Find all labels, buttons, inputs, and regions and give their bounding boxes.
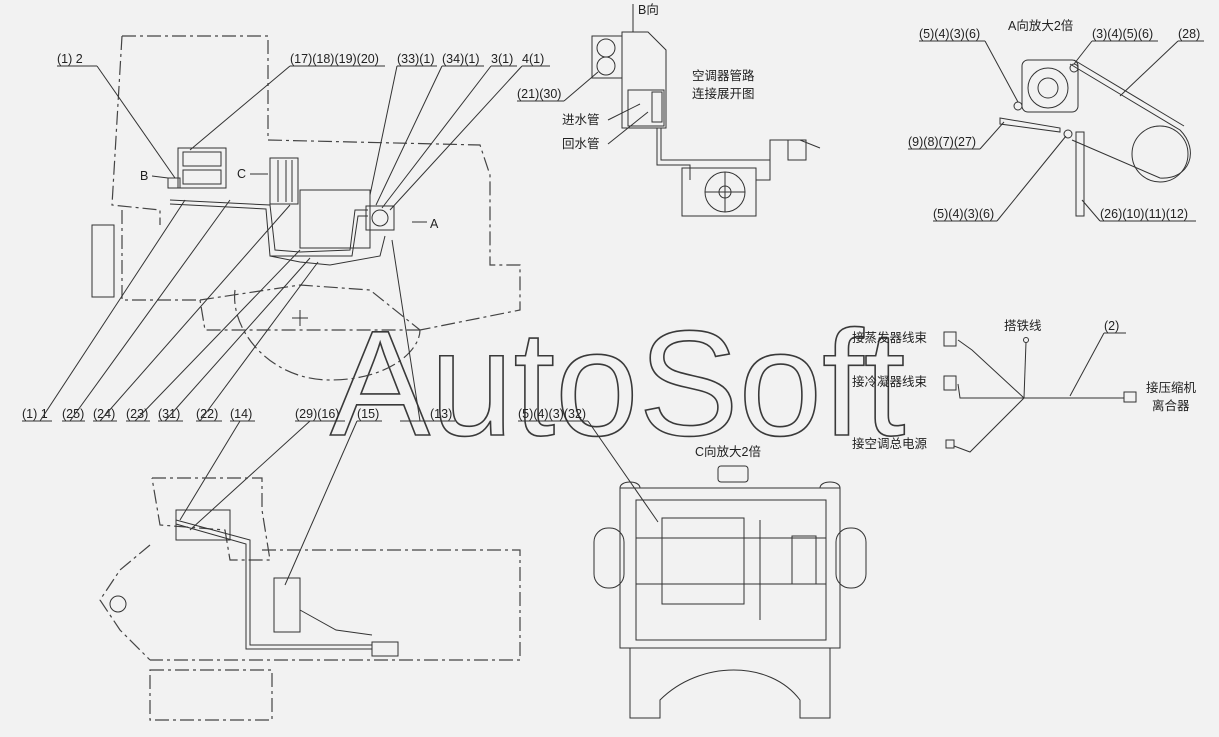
- svg-text:(13): (13): [430, 407, 452, 421]
- svg-text:(5)(4)(3)(32): (5)(4)(3)(32): [518, 407, 586, 421]
- svg-text:(24): (24): [93, 407, 115, 421]
- svg-text:(34)(1): (34)(1): [442, 52, 480, 66]
- svg-text:(1) 1: (1) 1: [22, 407, 48, 421]
- marker-b: B: [140, 169, 148, 183]
- center-cross: [292, 310, 308, 326]
- svg-text:(26)(10)(11)(12): (26)(10)(11)(12): [1100, 207, 1188, 221]
- side-view: [99, 477, 521, 721]
- harness-ground: 搭铁线: [1004, 318, 1042, 333]
- c-view: C向放大2倍: [593, 444, 867, 719]
- harness-callout: (2): [1104, 319, 1119, 333]
- compressor-unit: [299, 189, 395, 249]
- svg-text:(28): (28): [1178, 27, 1200, 41]
- evaporator-unit: [167, 147, 227, 189]
- harness-compressor-2: 离合器: [1152, 398, 1190, 413]
- watermark: AutoSoft: [330, 299, 905, 467]
- pipe-title-1: 空调器管路: [692, 68, 755, 83]
- svg-text:(31): (31): [158, 407, 180, 421]
- wiring-harness: 接蒸发器线束 搭铁线 接冷凝器线束 (2) 接压缩机 离合器 接空调总电源: [852, 318, 1197, 453]
- vehicle-outline-top: [91, 35, 521, 381]
- harness-condenser: 接冷凝器线束: [852, 374, 928, 389]
- harness-evaporator: 接蒸发器线束: [852, 330, 928, 345]
- svg-text:(1) 2: (1) 2: [57, 52, 83, 66]
- callouts-top: (1) 2 (17)(18)(19)(20) (33)(1) (34)(1) 3…: [57, 52, 550, 211]
- svg-text:(5)(4)(3)(6): (5)(4)(3)(6): [919, 27, 980, 41]
- harness-compressor-1: 接压缩机: [1146, 380, 1197, 395]
- svg-text:(17)(18)(19)(20): (17)(18)(19)(20): [290, 52, 379, 66]
- b-view-title: B向: [638, 2, 659, 17]
- marker-a: A: [430, 217, 439, 231]
- svg-text:(5)(4)(3)(6): (5)(4)(3)(6): [933, 207, 994, 221]
- a-view: A向放大2倍 (5)(4)(3)(6) (3)(4)(5)(6) (28) (9…: [908, 18, 1204, 222]
- a-view-title: A向放大2倍: [1008, 18, 1073, 33]
- svg-text:(3)(4)(5)(6): (3)(4)(5)(6): [1092, 27, 1153, 41]
- b-view: B向 (21)(30) 空调器管路 连接展开图 进水管 回水管: [517, 2, 821, 217]
- svg-text:(15): (15): [357, 407, 379, 421]
- callouts-middle: (1) 1 (25) (24) (23) (31) (22) (14) (29)…: [22, 199, 659, 586]
- svg-text:(23): (23): [126, 407, 148, 421]
- svg-text:(25): (25): [62, 407, 84, 421]
- marker-c: C: [237, 167, 246, 181]
- svg-text:4(1): 4(1): [522, 52, 544, 66]
- front-bumper: [91, 224, 115, 298]
- c-view-title: C向放大2倍: [695, 444, 761, 459]
- pipe-runs-top: [169, 199, 386, 266]
- svg-text:3(1): 3(1): [491, 52, 513, 66]
- harness-power: 接空调总电源: [852, 436, 928, 451]
- svg-text:(14): (14): [230, 407, 252, 421]
- svg-text:(9)(8)(7)(27): (9)(8)(7)(27): [908, 135, 976, 149]
- svg-text:(33)(1): (33)(1): [397, 52, 435, 66]
- svg-text:(29)(16): (29)(16): [295, 407, 339, 421]
- condenser-unit: [269, 157, 299, 205]
- water-inlet-label: 进水管: [562, 112, 600, 127]
- b-view-callout: (21)(30): [517, 87, 561, 101]
- pipe-title-2: 连接展开图: [692, 86, 755, 101]
- water-return-label: 回水管: [562, 136, 600, 151]
- svg-text:(22): (22): [196, 407, 218, 421]
